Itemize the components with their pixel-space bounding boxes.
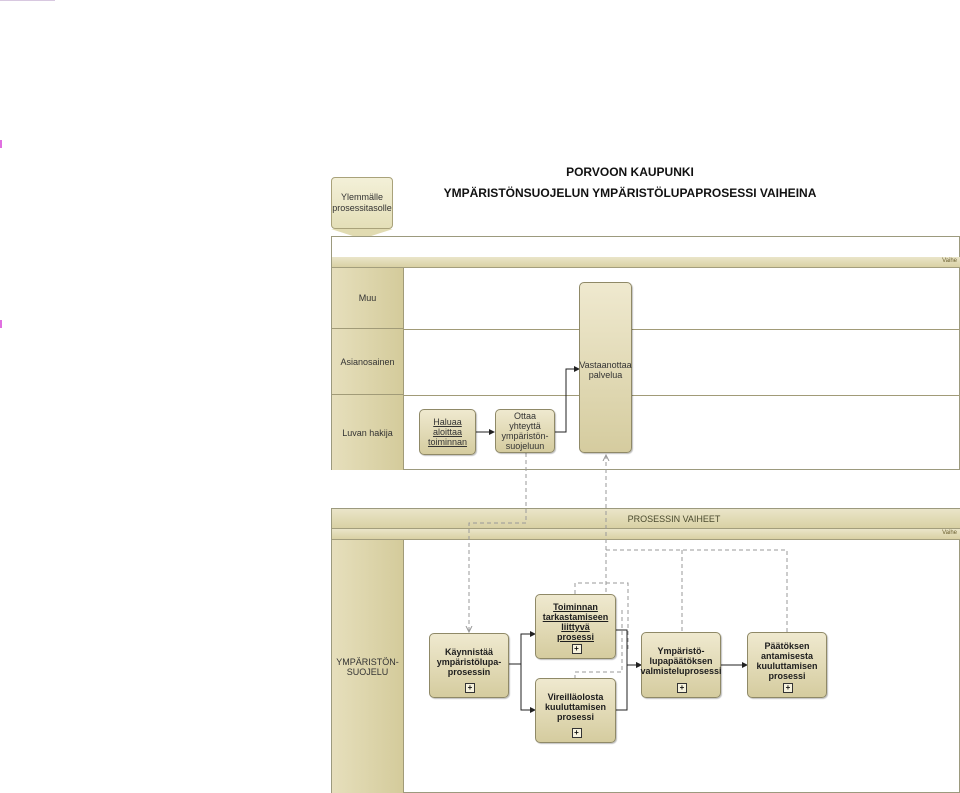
- subprocess-label: Toiminnan tarkastamiseen liittyvä proses…: [542, 601, 609, 642]
- process-phases-title: PROSESSIN VAIHEET: [627, 513, 721, 524]
- down-arrow-icon: [331, 229, 393, 239]
- top-edge-line: [0, 0, 55, 1]
- message-flow: [469, 453, 527, 632]
- page-title: YMPÄRISTÖNSUOJELUN YMPÄRISTÖLUPAPROSESSI…: [443, 186, 817, 200]
- subprocess-inspection[interactable]: Toiminnan tarkastamiseen liittyvä proses…: [535, 594, 616, 659]
- phase-label: Vaihe: [942, 258, 957, 264]
- top-phase-band: Vaihe: [332, 257, 960, 268]
- edge-marker: [0, 320, 2, 328]
- flow-arrow: [509, 631, 536, 665]
- subprocess-decision-announcement[interactable]: Päätöksen antamisesta kuuluttamisen pros…: [747, 632, 827, 698]
- up-navigation-label: Ylemmälle prosessitasolle: [331, 177, 393, 229]
- task-label: Ottaa yhteyttä ympäristön- suojeluun: [501, 411, 549, 451]
- subprocess-pending-announcement[interactable]: Vireilläolosta kuuluttamisen prosessi +: [535, 678, 616, 743]
- task-contact-environmental-protection[interactable]: Ottaa yhteyttä ympäristön- suojeluun: [495, 409, 555, 453]
- flow-arrow: [616, 662, 642, 711]
- task-receive-service[interactable]: Vastaanottaa palvelua: [579, 282, 632, 453]
- subprocess-label: Ympäristö- lupapäätöksen valmisteluprose…: [640, 646, 722, 676]
- task-label: Haluaa aloittaa toiminnan: [427, 417, 468, 447]
- lane-header-asianosainen: Asianosainen: [332, 329, 404, 395]
- subprocess-label: Päätöksen antamisesta kuuluttamisen pros…: [756, 641, 818, 681]
- expand-icon[interactable]: +: [571, 728, 582, 738]
- expand-icon[interactable]: +: [465, 683, 475, 693]
- flow-arrow: [555, 366, 580, 433]
- subprocess-label: Vireilläolosta kuuluttamisen prosessi: [544, 691, 606, 722]
- subprocess-label: Käynnistää ympäristölupa- prosessin: [436, 646, 502, 677]
- expand-icon[interactable]: +: [783, 683, 793, 693]
- lane-header-luvan-hakija: Luvan hakija: [332, 395, 404, 470]
- message-flow: [574, 582, 629, 650]
- message-flow: [605, 549, 788, 632]
- lane-divider: [404, 329, 960, 330]
- edge-marker: [0, 140, 2, 148]
- lane-header-muu: Muu: [332, 268, 404, 329]
- top-pool: [331, 236, 960, 470]
- expand-icon[interactable]: +: [677, 683, 687, 693]
- up-navigation-button[interactable]: Ylemmälle prosessitasolle: [331, 177, 393, 239]
- subprocess-start-permit-process[interactable]: Käynnistää ympäristölupa- prosessin +: [429, 633, 509, 698]
- lane-divider: [404, 395, 960, 396]
- expand-icon[interactable]: +: [571, 644, 582, 654]
- task-label: Vastaanottaa palvelua: [579, 359, 632, 380]
- phase-label: Vaihe: [942, 530, 957, 536]
- task-start-activity[interactable]: Haluaa aloittaa toiminnan: [419, 409, 476, 455]
- org-title: PORVOON KAUPUNKI: [566, 165, 694, 179]
- process-phases-band: PROSESSIN VAIHEET: [332, 509, 960, 529]
- flow-arrow: [509, 663, 536, 713]
- lane-header-ymparistonsuojelu: YMPÄRISTÖN- SUOJELU: [332, 540, 404, 793]
- bottom-phase-band: Vaihe: [332, 529, 960, 540]
- subprocess-prepare-decision[interactable]: Ympäristö- lupapäätöksen valmisteluprose…: [640, 632, 722, 698]
